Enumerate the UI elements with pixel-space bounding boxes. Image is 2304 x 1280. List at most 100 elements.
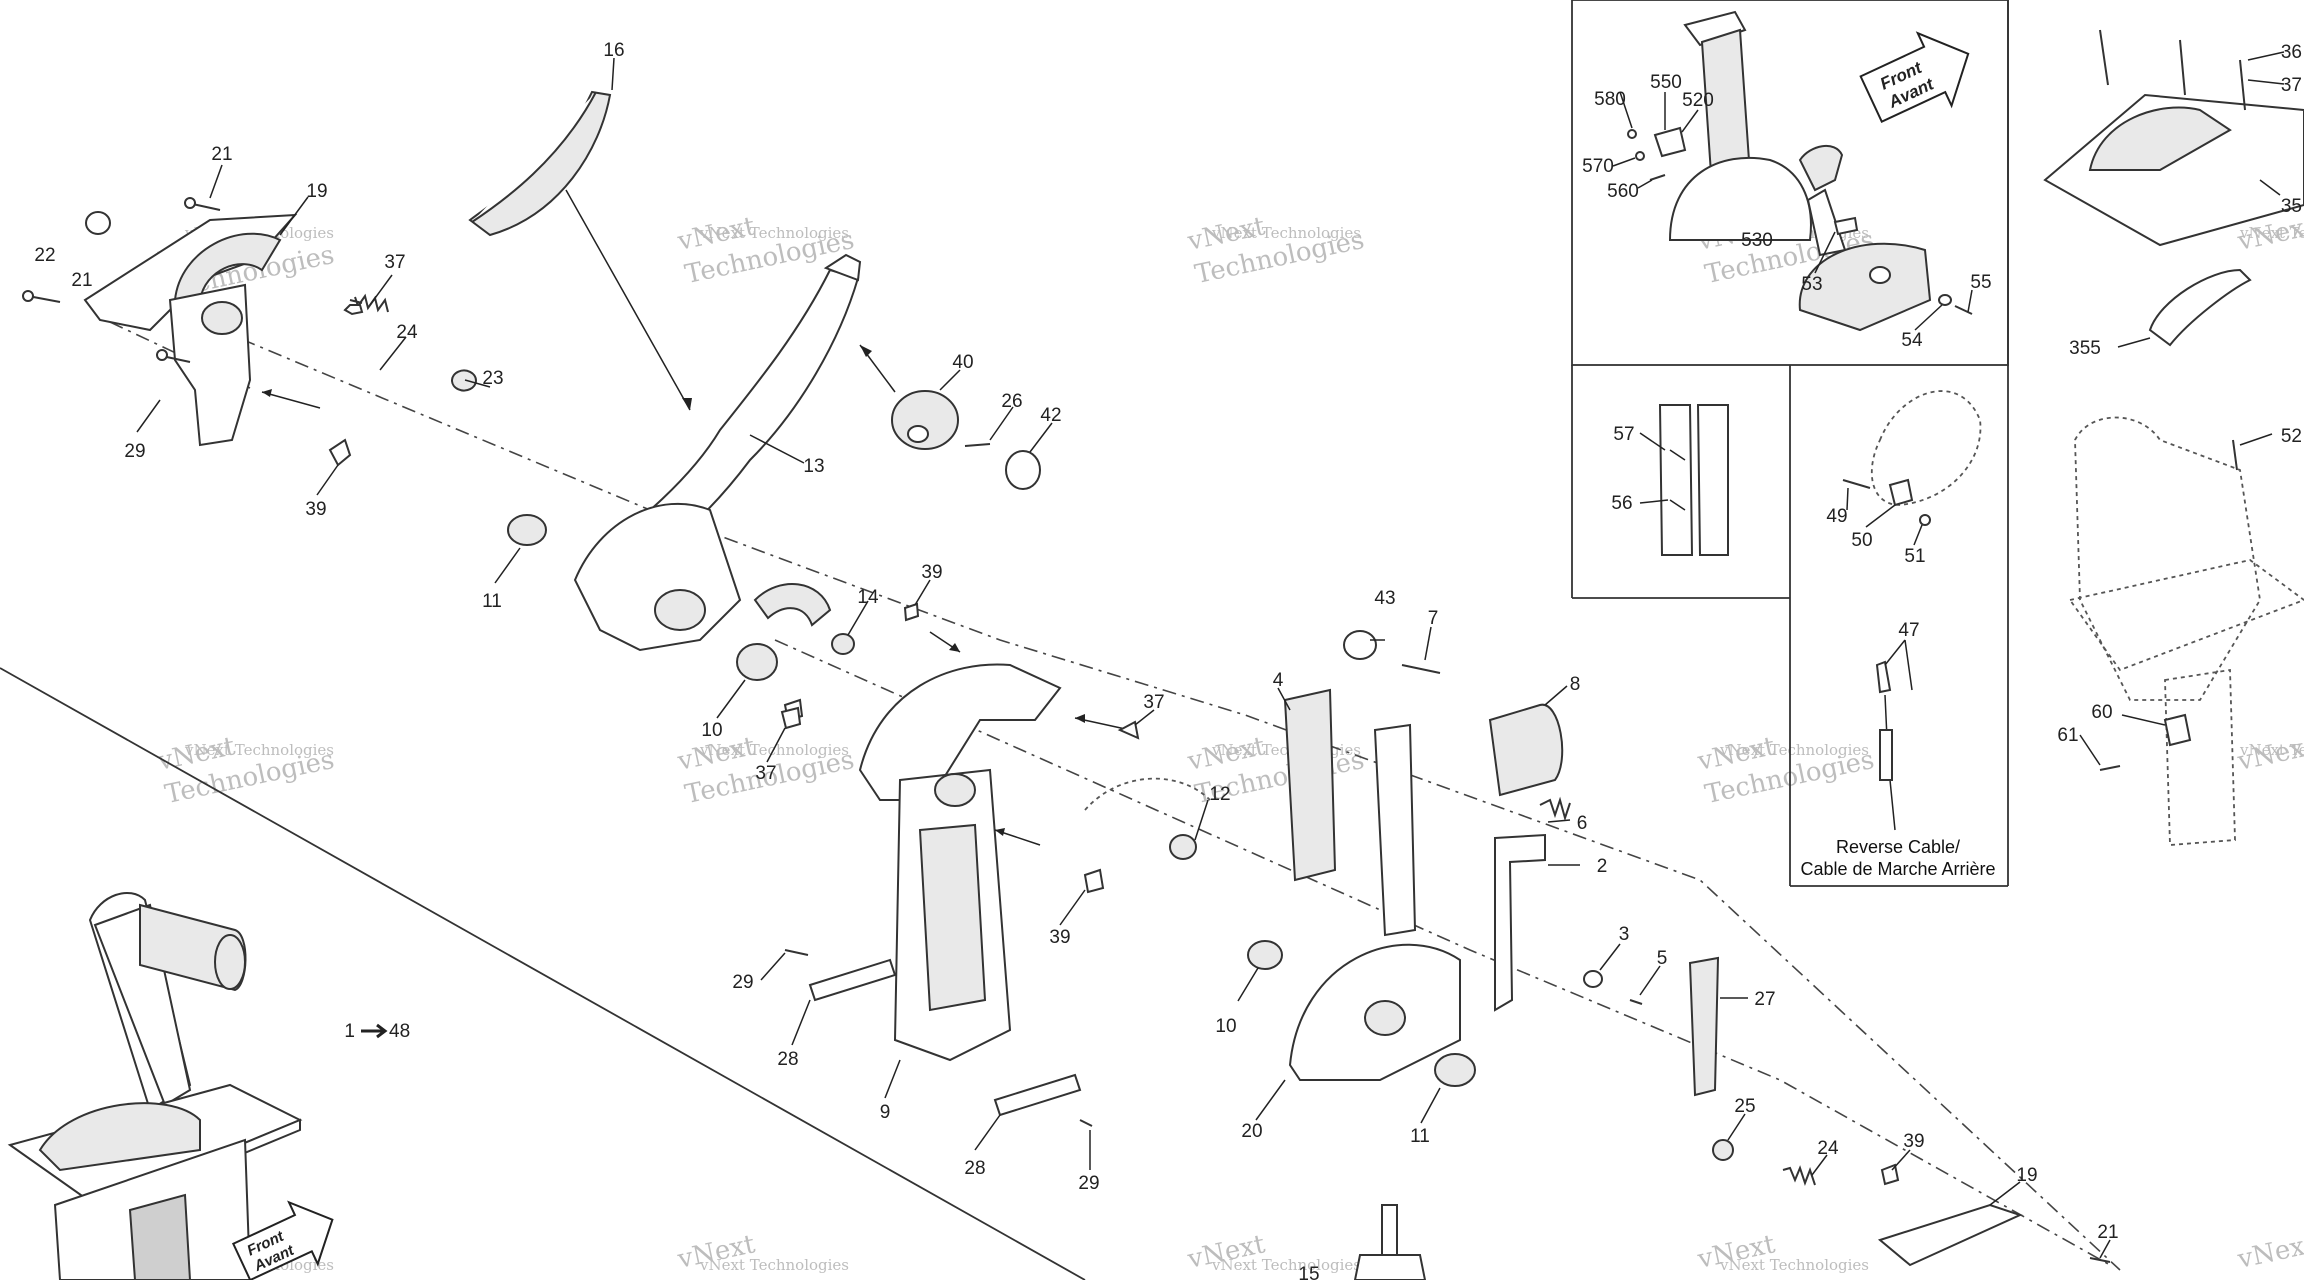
watermark-brand: vNext Technologies (1719, 1256, 1869, 1274)
watermark-brand: vNext Technologies (1211, 1256, 1361, 1274)
unit-housing-core (128, 1193, 192, 1280)
leader (1681, 109, 1699, 133)
callout-55: 55 (1970, 272, 1991, 293)
callout-35x: 35 (2281, 196, 2302, 217)
part-19-bracket (1877, 1203, 2023, 1267)
leader (1814, 231, 1836, 274)
part-6-spring (1539, 796, 1571, 822)
part-56-slide (1696, 404, 1729, 556)
callout-19: 19 (306, 181, 327, 202)
part-2-bracket (1494, 833, 1546, 1012)
part-39-clip (328, 438, 352, 467)
part-11-bushing (507, 514, 547, 546)
leader (989, 406, 1014, 441)
handle-assembly (468, 90, 1041, 722)
leader (1639, 432, 1666, 451)
leader (209, 164, 223, 199)
callout-26: 26 (1001, 391, 1022, 412)
part-28-plate (993, 1073, 1082, 1117)
part-51-nut (1919, 514, 1931, 526)
callout-530: 530 (1741, 230, 1773, 251)
leader (2121, 714, 2166, 726)
leader (1811, 1154, 1828, 1176)
callout-22: 22 (34, 245, 55, 266)
slide-detail (1669, 449, 1686, 511)
inset-second-grip (1798, 145, 1844, 192)
callout-25: 25 (1734, 1096, 1755, 1117)
callout-37b: 37 (755, 763, 776, 784)
arrow-line (261, 391, 321, 409)
callout-10b: 10 (1215, 1016, 1236, 1037)
part-21-head (184, 197, 196, 209)
leader (1544, 685, 1568, 706)
arrow-head (860, 345, 872, 357)
leader (1904, 639, 1913, 691)
leader (884, 1059, 901, 1099)
callout-19b: 19 (2016, 1165, 2037, 1186)
part-52-screw (2232, 439, 2238, 471)
arrow-head (682, 398, 692, 410)
leader (1619, 91, 1633, 129)
cover-screw (2179, 39, 2186, 96)
leader-lines (136, 51, 2285, 1259)
part-5-screw (1629, 999, 1643, 1005)
callout-24b: 24 (1817, 1138, 1839, 1159)
callout-13: 13 (803, 456, 824, 477)
callout-3: 3 (1619, 924, 1630, 945)
callout-48: 48 (389, 1021, 410, 1042)
leader (1134, 709, 1155, 726)
part-28-plate (808, 958, 897, 1002)
right-lever-assembly (1247, 630, 1720, 1097)
part-580-nut (1627, 129, 1637, 139)
part-29-screw (784, 949, 809, 956)
part-54-washer (1938, 294, 1952, 306)
leader (1237, 967, 1259, 1002)
far-right-dotted-unit (2074, 416, 2261, 701)
leader (2117, 337, 2151, 348)
leader (1639, 499, 1669, 504)
callout-29: 29 (124, 441, 145, 462)
callout-37x: 37 (2281, 75, 2302, 96)
leader (1277, 687, 1291, 711)
part-12-chain (1084, 777, 1211, 811)
leader (1913, 524, 1923, 546)
callout-550: 550 (1650, 72, 1682, 93)
inset-reverse-cable: Reverse Cable/ Cable de Marche Arrière (1800, 660, 1996, 879)
callout-520: 520 (1682, 90, 1714, 111)
part-550-block (1653, 126, 1687, 158)
inset-plate-parts (1842, 390, 1982, 526)
part-37-clip (780, 706, 802, 730)
watermark-brand: vNext Technologies (184, 741, 334, 759)
callout-61: 61 (2057, 725, 2078, 746)
callout-4: 4 (1273, 670, 1284, 691)
lower-right-assembly (1353, 1139, 2111, 1280)
part-20-hub (1364, 1000, 1406, 1036)
callout-labels: 16 21 19 22 21 37 24 23 29 39 11 13 40 2… (34, 40, 2302, 1280)
front-arrow-icon (1859, 31, 1970, 124)
callout-60: 60 (2091, 702, 2112, 723)
part-8-grip (1488, 703, 1564, 797)
leader (611, 57, 615, 91)
leader (1612, 157, 1636, 167)
far-right-assembly (2043, 29, 2304, 846)
inset-single-lever (1627, 10, 1973, 332)
reverse-cable-label-fr: Cable de Marche Arrière (1800, 859, 1995, 879)
arrow-line (565, 189, 691, 411)
callout-52: 52 (2281, 426, 2302, 447)
far-right-dotted-base (2068, 559, 2304, 672)
watermark-brand: vNext Technologies (2239, 224, 2304, 242)
leader (1967, 289, 1973, 313)
leader (136, 399, 161, 433)
axis-line (774, 639, 2111, 1266)
inset-dotted-plate (1871, 390, 1982, 506)
callout-43: 43 (1374, 588, 1395, 609)
callout-24: 24 (396, 322, 418, 343)
leader (760, 952, 786, 981)
leader (914, 579, 931, 606)
callout-39c: 39 (1049, 927, 1070, 948)
callout-29c: 29 (1078, 1173, 1099, 1194)
front-badge-upper: Front Avant (1859, 31, 1970, 124)
part-39-clip (1880, 1163, 1900, 1186)
leader (974, 1114, 1001, 1151)
part-355-strap (2148, 268, 2252, 347)
